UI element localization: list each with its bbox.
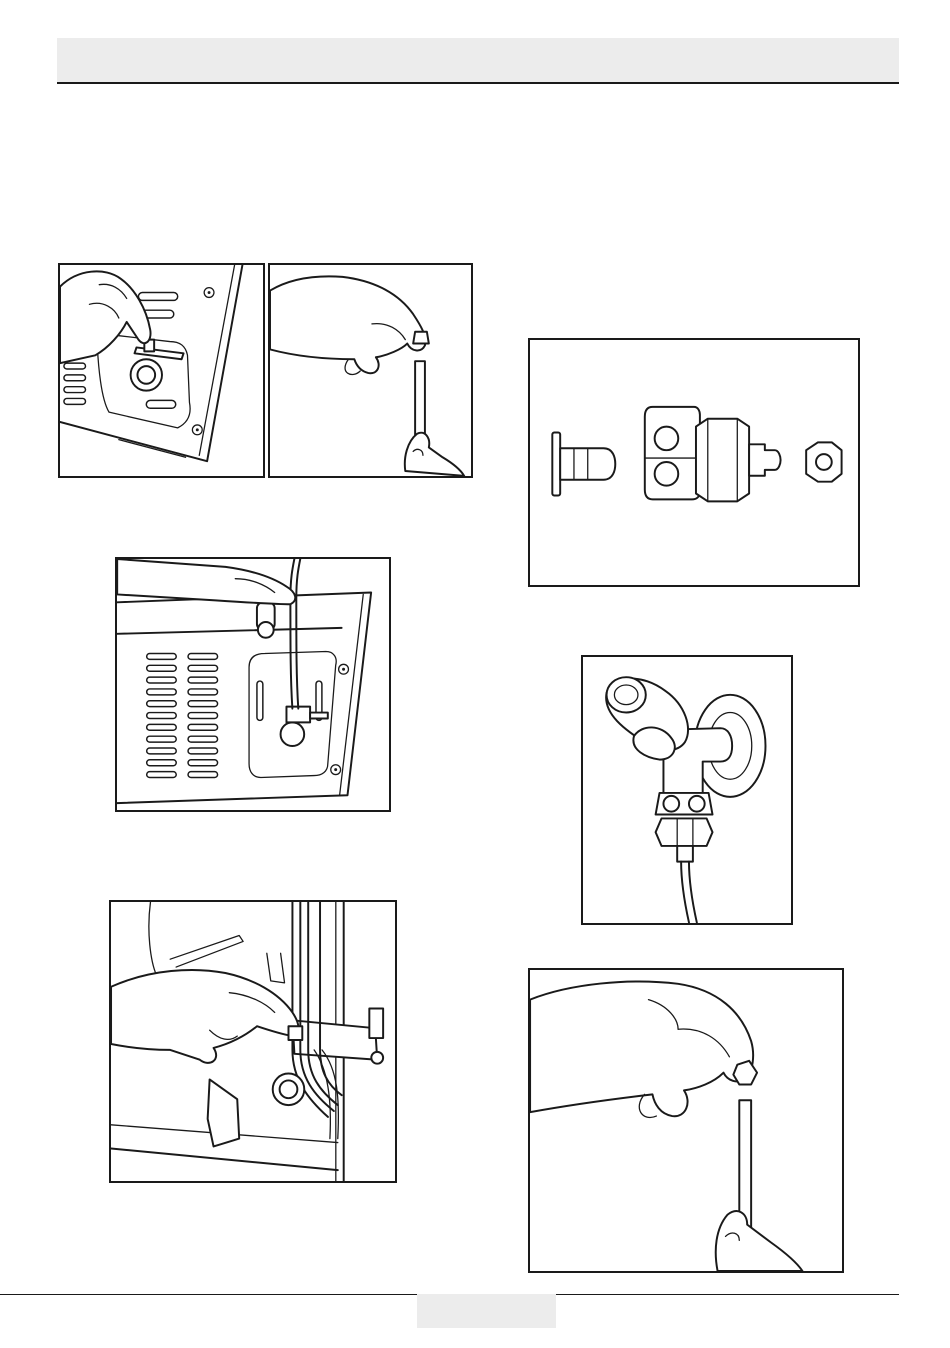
page-number-box xyxy=(417,1294,556,1328)
remove-cap-from-rear-connector-illustration xyxy=(60,265,263,476)
figure-insert-tube xyxy=(115,557,391,812)
angle-valve-with-tube-illustration xyxy=(583,657,791,923)
figure-angle-valve xyxy=(581,655,793,925)
figure-fitting-components xyxy=(528,338,860,587)
vent-slots xyxy=(147,653,218,777)
figure-remove-cap xyxy=(58,263,265,478)
route-and-clip-tubes-illustration xyxy=(111,902,395,1181)
hand-holding-tube-and-cap-illustration xyxy=(270,265,471,476)
fitting-components-illustration xyxy=(530,340,858,585)
header-bar xyxy=(57,38,899,84)
insert-tube-into-rear-connector-illustration xyxy=(117,559,389,810)
figure-hand-tube-cap xyxy=(268,263,473,478)
figure-hand-tube-nut xyxy=(528,968,844,1273)
figure-route-tubes xyxy=(109,900,397,1183)
hand-holding-tube-and-nut-illustration xyxy=(530,970,842,1271)
